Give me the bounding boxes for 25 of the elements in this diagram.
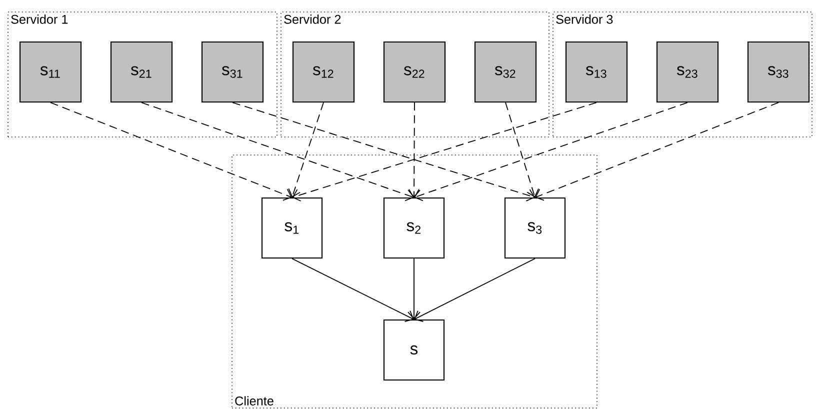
process-box: s$_{31}$ <box>201 41 264 103</box>
arrow <box>414 102 688 202</box>
arrow <box>408 258 420 320</box>
arrow <box>288 102 324 198</box>
process-box: s$_{3}$ <box>504 197 566 259</box>
arrow <box>232 102 535 202</box>
arrow <box>292 258 414 322</box>
arrow <box>141 102 414 202</box>
process-box: s$_{21}$ <box>110 41 173 103</box>
arrow <box>50 102 292 201</box>
arrow <box>535 102 779 201</box>
process-box: s$_{23}$ <box>656 41 719 103</box>
process-box: s <box>383 319 445 381</box>
process-box: s$_{11}$ <box>19 41 82 103</box>
arrow <box>505 102 540 198</box>
process-box: s$_{1}$ <box>261 197 323 259</box>
process-box: s$_{2}$ <box>383 197 445 259</box>
arrow <box>414 258 536 322</box>
process-box: s$_{22}$ <box>383 41 446 103</box>
process-box: s$_{13}$ <box>565 41 628 103</box>
arrow <box>408 102 421 198</box>
process-box: s$_{32}$ <box>474 41 537 103</box>
process-box: s$_{33}$ <box>747 41 810 103</box>
process-box: s$_{12}$ <box>292 41 355 103</box>
arrow <box>292 102 597 202</box>
